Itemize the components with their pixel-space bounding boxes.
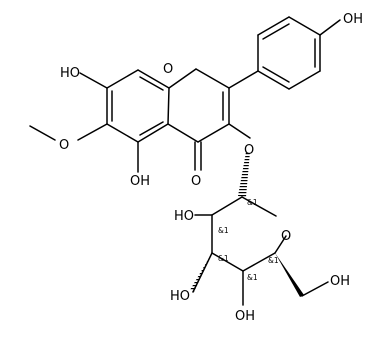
label-ho-c7: HO bbox=[60, 66, 80, 81]
label-o-ring: O bbox=[163, 62, 173, 77]
stereo-c1: &1 bbox=[247, 198, 258, 207]
label-o-sugar-ring: O bbox=[281, 229, 291, 244]
label-oh-phenyl: OH bbox=[343, 12, 363, 27]
stereo-c5: &1 bbox=[268, 256, 279, 265]
label-ho-sugar-c2: HO bbox=[174, 209, 194, 224]
label-o-methoxy: O bbox=[59, 138, 69, 153]
stereo-c3: &1 bbox=[218, 254, 229, 263]
label-o-carbonyl: O bbox=[191, 174, 201, 189]
atom-labels: OH HO O O OH O O HO O HO OH OH bbox=[59, 12, 363, 324]
label-o-glycosidic: O bbox=[244, 143, 254, 158]
bonds bbox=[29, 16, 341, 306]
label-oh-c5: OH bbox=[130, 174, 150, 189]
label-ho-sugar-c3: HO bbox=[170, 289, 190, 304]
stereo-c2: &1 bbox=[218, 226, 229, 235]
label-oh-sugar-c4: OH bbox=[235, 309, 255, 324]
stereo-c4: &1 bbox=[247, 273, 258, 282]
label-oh-sugar-c6: OH bbox=[330, 274, 350, 289]
stereo-labels: &1 &1 &1 &1 &1 bbox=[218, 198, 279, 282]
